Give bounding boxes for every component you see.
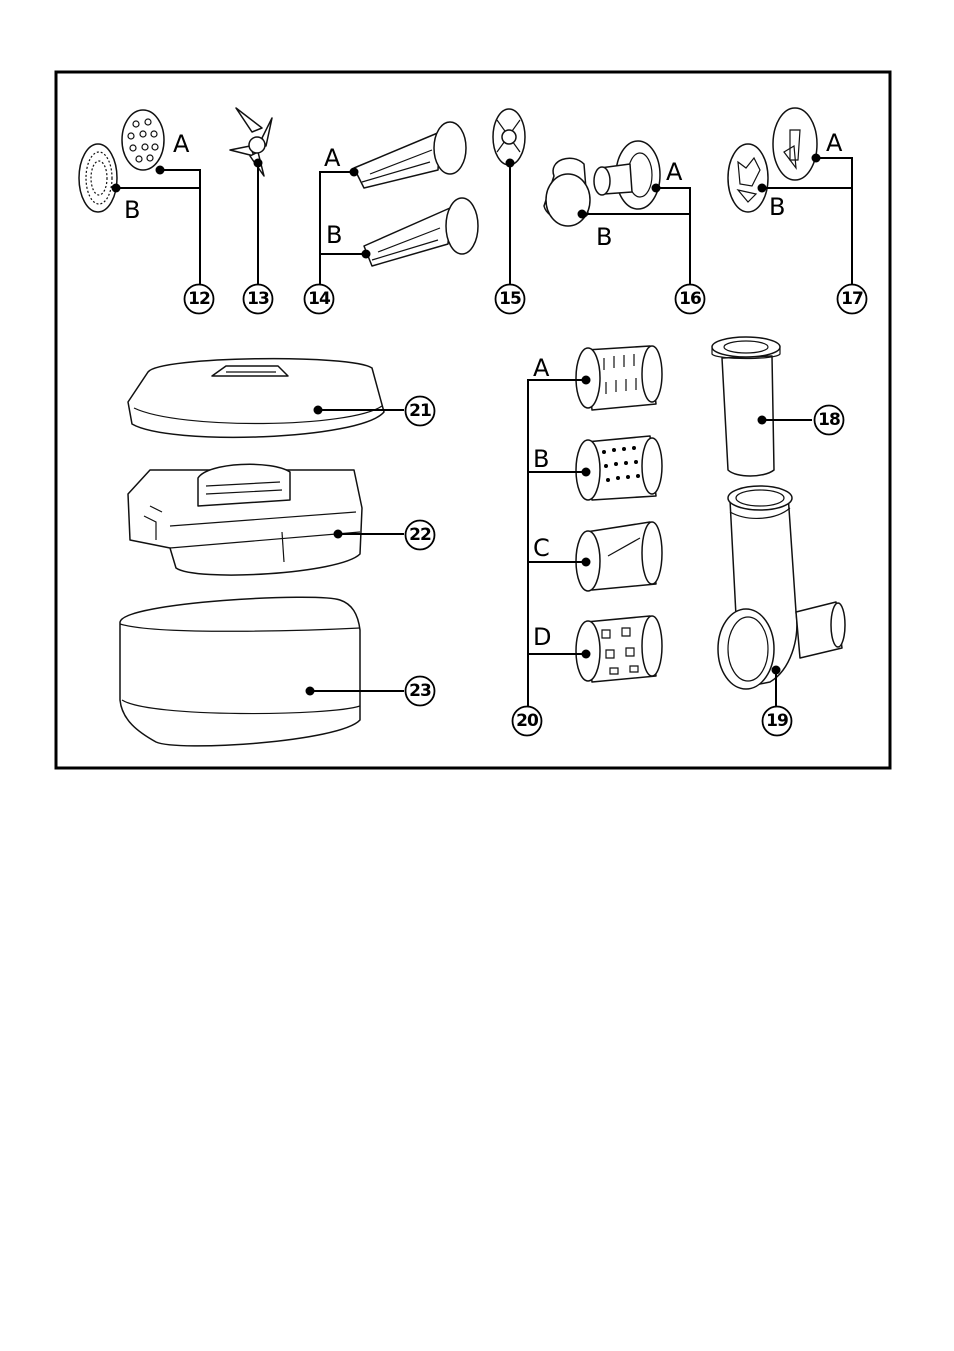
leader-16a xyxy=(656,188,690,284)
label-17-a: A xyxy=(826,129,843,157)
part-18-pusher xyxy=(712,337,780,476)
label-14-b: B xyxy=(326,221,342,249)
svg-text:16: 16 xyxy=(679,289,701,309)
label-16-b: B xyxy=(596,223,612,251)
part-14-worm-shafts xyxy=(354,122,478,266)
part-15-spacer xyxy=(493,109,525,165)
callout-13: 13 xyxy=(244,285,273,314)
coarse-disc-12a xyxy=(122,110,164,170)
leader-17a xyxy=(816,158,852,284)
svg-text:19: 19 xyxy=(766,711,788,731)
callout-12: 12 xyxy=(185,285,214,314)
label-20-a: A xyxy=(533,354,550,382)
svg-text:18: 18 xyxy=(818,410,840,430)
label-20-b: B xyxy=(533,445,549,473)
label-20-c: C xyxy=(533,534,550,562)
svg-text:17: 17 xyxy=(841,289,863,309)
callout-16: 16 xyxy=(676,285,705,314)
part-20-drum-cones xyxy=(576,346,662,682)
svg-text:21: 21 xyxy=(409,401,431,421)
part-12-grinding-discs xyxy=(79,110,164,212)
part-23-storage-box xyxy=(120,597,360,746)
callout-18: 18 xyxy=(815,406,844,435)
part-19-drum-holder xyxy=(718,486,845,689)
label-16-a: A xyxy=(666,158,683,186)
svg-text:14: 14 xyxy=(308,289,331,309)
label-20-d: D xyxy=(533,623,551,651)
svg-text:20: 20 xyxy=(516,711,539,731)
callout-19: 19 xyxy=(763,707,792,736)
callout-15: 15 xyxy=(496,285,525,314)
svg-text:13: 13 xyxy=(247,289,269,309)
svg-text:15: 15 xyxy=(499,289,521,309)
callout-20: 20 xyxy=(513,707,542,736)
svg-text:12: 12 xyxy=(188,289,210,309)
label-12-b: B xyxy=(124,196,140,224)
callout-21: 21 xyxy=(406,397,435,426)
callout-14: 14 xyxy=(305,285,334,314)
part-13-cutter-blade xyxy=(230,108,272,176)
callout-23: 23 xyxy=(406,677,435,706)
callout-22: 22 xyxy=(406,521,435,550)
svg-text:22: 22 xyxy=(409,525,431,545)
part-21-storage-lid xyxy=(128,359,384,438)
label-12-a: A xyxy=(173,130,190,158)
svg-text:23: 23 xyxy=(409,681,431,701)
callout-17: 17 xyxy=(838,285,867,314)
fine-disc-12b xyxy=(79,144,117,212)
label-17-b: B xyxy=(769,193,785,221)
label-14-a: A xyxy=(324,144,341,172)
part-22-storage-tray xyxy=(128,464,362,575)
